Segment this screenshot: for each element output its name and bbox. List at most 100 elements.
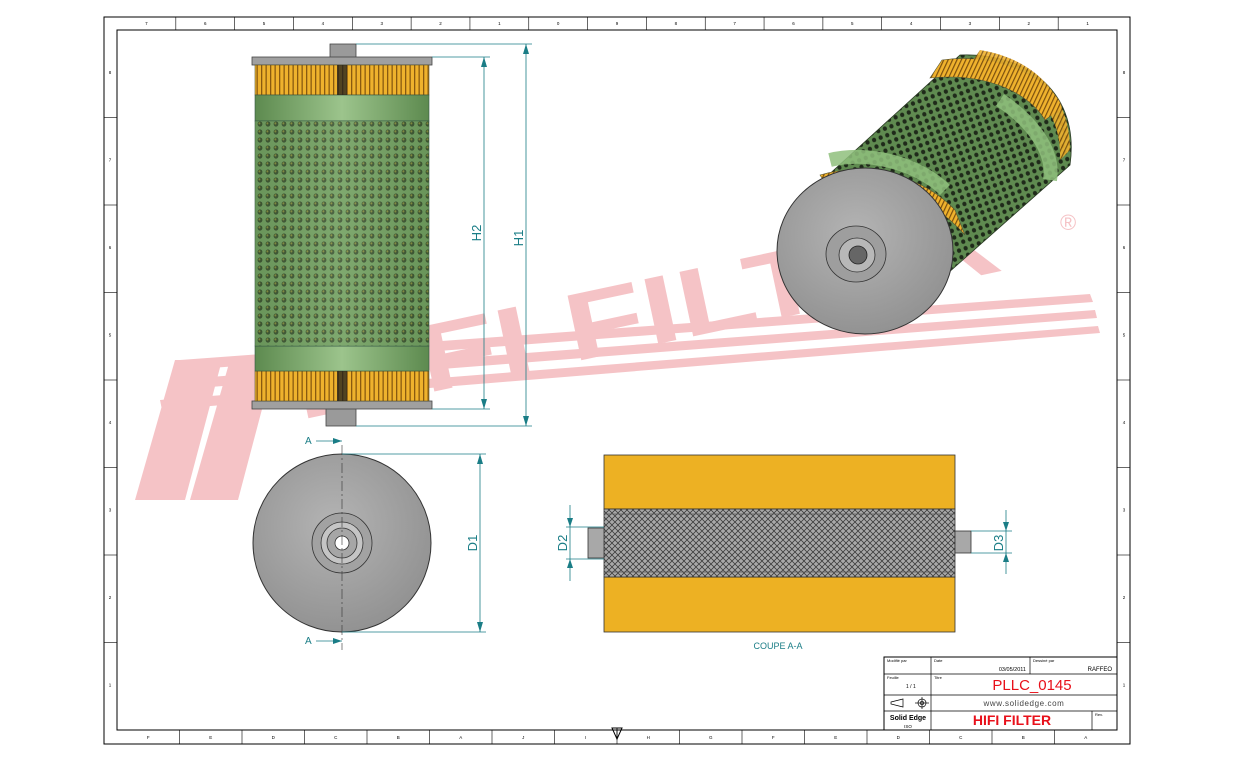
section-marker-bottom: A: [305, 636, 342, 647]
height-dimensions: H2 H1: [356, 43, 532, 427]
tb-drawn-by: RAFFEO: [1088, 667, 1113, 673]
border-tick-label: D: [272, 735, 276, 740]
border-tick-label: 7: [109, 157, 112, 162]
h1-label: H1: [511, 230, 526, 247]
border-tick-label: 4: [1123, 420, 1126, 425]
tb-software: Solid Edge: [890, 715, 926, 722]
section-caption: COUPE A-A: [753, 641, 802, 651]
border-tick-label: 1: [109, 682, 112, 687]
tb-label-sheet: Feuille: [887, 675, 900, 680]
border-tick-label: 6: [109, 245, 112, 250]
tb-label-drawn-by: Dessiné par: [1033, 658, 1055, 663]
border-tick-label: 3: [109, 507, 112, 512]
border-tick-label: 4: [910, 21, 913, 26]
border-tick-label: 2: [439, 21, 442, 26]
title-block: Modifié par Date Dessiné par 03/05/2011 …: [883, 656, 1118, 731]
tb-label-title: Titre: [934, 675, 943, 680]
border-tick-label: 2: [1028, 21, 1031, 26]
border-tick-label: 6: [1123, 245, 1126, 250]
end-view: A A D1: [252, 436, 486, 650]
watermark-registered-mark: ®: [1060, 210, 1076, 235]
border-tick-label: 8: [675, 21, 678, 26]
border-tick-label: 5: [109, 332, 112, 337]
isometric-view: [776, 50, 1072, 335]
h2-label: H2: [469, 225, 484, 242]
border-tick-label: 7: [145, 21, 148, 26]
border-tick-label: 3: [380, 21, 383, 26]
border-tick-label: 3: [969, 21, 972, 26]
d2-dimension: D2: [555, 505, 604, 581]
border-tick-label: A: [1084, 735, 1087, 740]
border-tick-label: E: [834, 735, 837, 740]
border-tick-label: 6: [204, 21, 207, 26]
d1-dimension: D1: [342, 453, 486, 633]
border-tick-label: 1: [498, 21, 501, 26]
tb-sheet: 1 / 1: [906, 684, 916, 690]
border-tick-label: 3: [1123, 507, 1126, 512]
section-left-nipple: [587, 527, 605, 559]
top-wrap: [254, 94, 430, 122]
section-label-bottom: A: [305, 636, 312, 647]
border-tick-label: H: [647, 735, 650, 740]
border-tick-label: A: [459, 735, 462, 740]
border-tick-label: 0: [557, 21, 560, 26]
border-tick-label: F: [147, 735, 150, 740]
bottom-nipple: [325, 407, 357, 427]
tb-label-modified: Modifié par: [887, 658, 907, 663]
tb-rev-label: Rev.: [1095, 712, 1103, 717]
border-tick-label: 2: [109, 595, 112, 600]
top-nipple: [329, 43, 357, 59]
border-tick-label: F: [772, 735, 775, 740]
border-tick-label: I: [585, 735, 586, 740]
section-view: D2 D3 COUPE A-A: [555, 454, 1012, 651]
border-tick-label: C: [334, 735, 338, 740]
border-tick-label: B: [397, 735, 400, 740]
tb-website: www.solidedge.com: [983, 699, 1065, 708]
section-lower-media: [603, 576, 956, 633]
d2-label: D2: [555, 535, 570, 552]
border-tick-label: 5: [1123, 332, 1126, 337]
front-view: [251, 43, 433, 427]
border-tick-label: D: [897, 735, 901, 740]
border-tick-label: 5: [851, 21, 854, 26]
border-tick-label: 4: [322, 21, 325, 26]
tb-company: HIFI FILTER: [973, 712, 1051, 728]
bottom-end-cap: [251, 400, 433, 410]
border-right-ticks: 8 7 6 5 4 3 2 1: [1117, 70, 1130, 687]
border-tick-label: 9: [616, 21, 619, 26]
bottom-wrap: [254, 345, 430, 372]
border-tick-label: 1: [1123, 682, 1126, 687]
border-tick-label: J: [522, 735, 524, 740]
border-tick-label: 7: [733, 21, 736, 26]
border-tick-label: 5: [263, 21, 266, 26]
border-tick-label: 1: [1086, 21, 1089, 26]
section-upper-media: [603, 454, 956, 510]
section-label-top: A: [305, 436, 312, 447]
section-right-nipple: [954, 530, 972, 554]
border-tick-label: C: [959, 735, 963, 740]
border-tick-label: 8: [109, 70, 112, 75]
border-tick-label: E: [209, 735, 212, 740]
border-tick-label: 8: [1123, 70, 1126, 75]
border-tick-label: 7: [1123, 157, 1126, 162]
section-mesh-core: [603, 508, 956, 578]
tb-software-sub: ISO: [904, 724, 912, 729]
d3-label: D3: [991, 535, 1006, 552]
d3-dimension: D3: [971, 510, 1012, 574]
border-tick-label: 2: [1123, 595, 1126, 600]
center-arrow-icon: [611, 727, 623, 741]
border-tick-label: 6: [792, 21, 795, 26]
border-tick-label: B: [1022, 735, 1025, 740]
border-tick-label: 4: [109, 420, 112, 425]
projection-symbol-icon: [890, 697, 929, 709]
tb-date: 03/05/2011: [999, 667, 1026, 673]
border-tick-label: G: [709, 735, 713, 740]
top-end-cap: [251, 56, 433, 66]
d1-label: D1: [465, 535, 480, 552]
part-number: PLLC_0145: [992, 677, 1071, 694]
border-left-ticks: 8 7 6 5 4 3 2 1: [104, 70, 117, 687]
tb-label-date: Date: [934, 658, 943, 663]
section-marker-top: A: [305, 436, 342, 447]
